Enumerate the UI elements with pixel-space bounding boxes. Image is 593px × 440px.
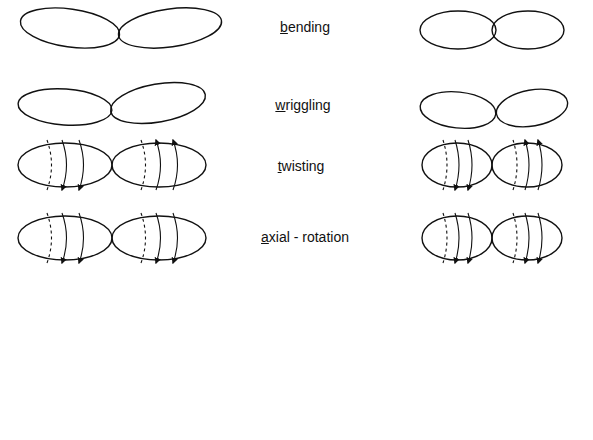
rotation-arc <box>156 140 161 190</box>
rotation-arc <box>455 140 459 190</box>
rotation-arc <box>62 213 67 263</box>
rotation-arc <box>47 213 52 263</box>
body-ellipse <box>107 76 208 130</box>
rotation-arc <box>525 140 529 190</box>
body-ellipse <box>420 11 496 49</box>
motion-label: axial - rotation <box>261 228 349 246</box>
rotation-arc <box>173 140 178 190</box>
body-ellipse <box>116 2 224 54</box>
body-ellipse <box>492 11 564 49</box>
body-ellipse <box>18 2 122 54</box>
body-ellipse <box>493 84 570 132</box>
motion-label: bending <box>280 18 330 36</box>
rotation-arc <box>455 213 459 263</box>
rotation-arc <box>443 140 447 190</box>
motion-label: twisting <box>278 157 325 175</box>
rotation-arc <box>141 140 146 190</box>
rotation-arc <box>538 213 542 263</box>
rotation-arc <box>513 140 517 190</box>
rotation-arc <box>525 213 529 263</box>
rotation-arc <box>513 213 517 263</box>
rotation-arc <box>47 140 52 190</box>
rotation-arc <box>468 140 472 190</box>
motion-label: wriggling <box>275 96 330 114</box>
rotation-arc <box>468 213 472 263</box>
body-ellipse <box>17 86 113 128</box>
rotation-arc <box>62 140 67 190</box>
rotation-arc <box>79 213 84 263</box>
rotation-arc <box>443 213 447 263</box>
rotation-arc <box>156 213 161 263</box>
body-ellipse <box>418 88 497 132</box>
rotation-arc <box>173 213 178 263</box>
rotation-arc <box>141 213 146 263</box>
rotation-arc <box>538 140 542 190</box>
rotation-arc <box>79 140 84 190</box>
